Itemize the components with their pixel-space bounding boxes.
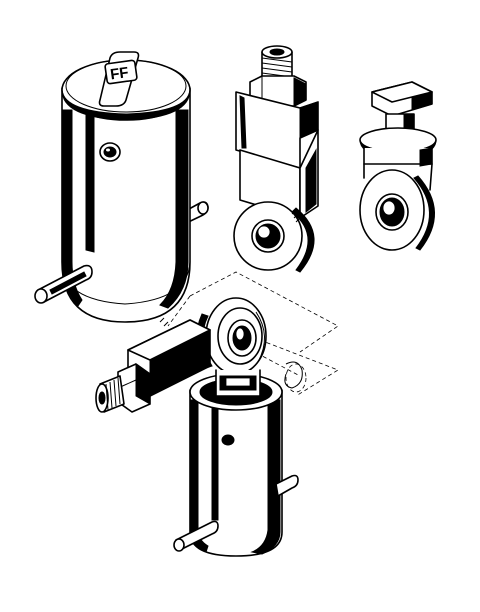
threaded-eye-bolt [233,45,319,273]
assembled-unit [95,271,339,557]
fastener-marks [159,317,169,327]
housing-shadow-left [61,109,83,307]
eye-ring [233,201,315,273]
eye-ring-2 [359,169,435,251]
ff-logo-text: FF [109,64,130,83]
assembled-hole [221,434,235,446]
square-head-eye-bolt [359,81,437,251]
housing-cap-edge [61,89,191,121]
housing-shadow-right [159,109,189,309]
knurl-marks [291,209,301,223]
cylinder-housing: FF [34,51,209,323]
assembled-thread [95,375,125,413]
housing-body [61,87,191,323]
housing-highlight-band [85,107,95,253]
square-head [371,81,433,117]
spring-clip [284,361,303,389]
assembled-pin-left [173,520,219,552]
assembled-pin-right [275,474,299,497]
housing-side-pin-left [34,264,93,304]
exploded-guide-lines [167,271,339,397]
assembled-eye-bolt [196,297,267,397]
housing-hole [99,142,121,162]
ff-logo-plate: FF [98,51,140,107]
